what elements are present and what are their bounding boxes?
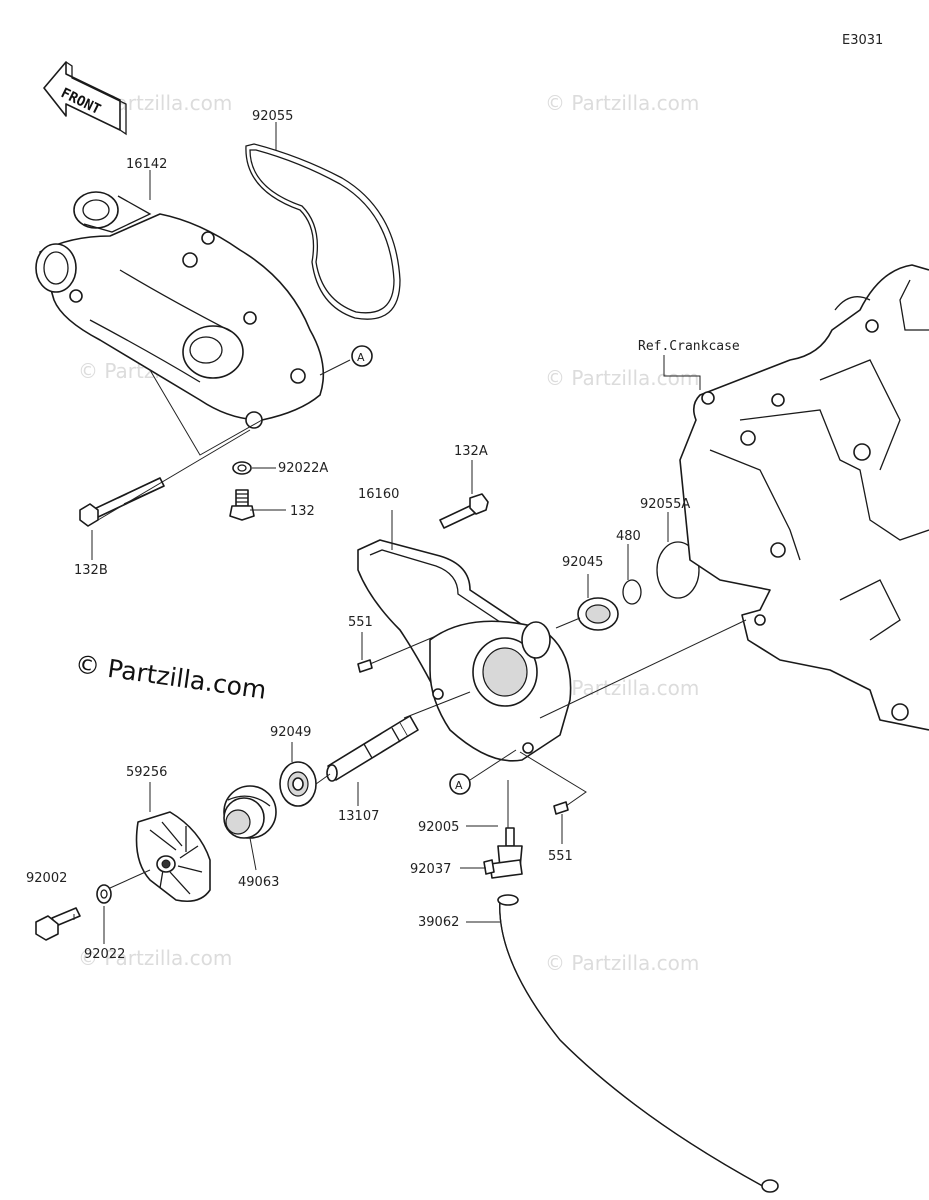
part-label-92005: 92005 bbox=[418, 820, 459, 835]
dowel-551-b bbox=[553, 801, 569, 815]
crankcase-ref bbox=[679, 264, 929, 731]
seal-92049 bbox=[279, 761, 317, 807]
part-label-13107: 13107 bbox=[338, 809, 379, 824]
circlip-480 bbox=[622, 579, 642, 605]
callout-letter: A bbox=[357, 351, 365, 364]
part-label-59256: 59256 bbox=[126, 765, 167, 780]
watermark: © Partzilla.com bbox=[545, 91, 699, 115]
hose-39062 bbox=[497, 894, 779, 1193]
dowel-551-a bbox=[357, 659, 373, 673]
callout-a-upper: A bbox=[351, 345, 373, 367]
part-label-16142: 16142 bbox=[126, 157, 167, 172]
bolt-92002 bbox=[35, 907, 81, 941]
callout-a-lower: A bbox=[449, 773, 471, 795]
pump-cover-16142 bbox=[35, 191, 325, 429]
part-label-92022: 92022 bbox=[84, 947, 125, 962]
front-arrow-icon: FRONT bbox=[43, 61, 127, 136]
leader-lines bbox=[73, 122, 747, 944]
oring-92055A bbox=[656, 541, 700, 599]
bolt-132A bbox=[439, 493, 489, 529]
bolt-132 bbox=[229, 489, 255, 521]
part-label-92022A: 92022A bbox=[278, 461, 328, 476]
part-label-132B: 132B bbox=[74, 563, 108, 578]
washer-92022 bbox=[96, 884, 112, 904]
part-label-49063: 49063 bbox=[238, 875, 279, 890]
part-label-480: 480 bbox=[616, 529, 641, 544]
part-label-551-a: 551 bbox=[348, 615, 373, 630]
shaft-13107 bbox=[326, 715, 419, 782]
watermark: © Partzilla.com bbox=[78, 946, 232, 970]
bearing-92045 bbox=[577, 597, 619, 631]
washer-92022A bbox=[232, 461, 252, 475]
mech-seal-49063 bbox=[223, 785, 277, 839]
bolt-132B bbox=[79, 477, 165, 527]
watermark-main: © Partzilla.com bbox=[73, 649, 268, 705]
part-label-92049: 92049 bbox=[270, 725, 311, 740]
part-label-92045: 92045 bbox=[562, 555, 603, 570]
watermark: © Partzilla.com bbox=[545, 366, 699, 390]
part-label-16160: 16160 bbox=[358, 487, 399, 502]
impeller-59256 bbox=[135, 811, 211, 903]
part-label-39062: 39062 bbox=[418, 915, 459, 930]
watermark: © Partzilla.com bbox=[545, 951, 699, 975]
part-label-551-b: 551 bbox=[548, 849, 573, 864]
ref-crankcase-label: Ref.Crankcase bbox=[638, 339, 740, 354]
part-label-92002: 92002 bbox=[26, 871, 67, 886]
part-label-92055: 92055 bbox=[252, 109, 293, 124]
part-label-132: 132 bbox=[290, 504, 315, 519]
clamp-92037 bbox=[483, 859, 523, 879]
part-label-92055A: 92055A bbox=[640, 497, 690, 512]
part-label-132A: 132A bbox=[454, 444, 488, 459]
part-labels: 92055 16142 92022A 132 132B 132A 16160 9… bbox=[26, 109, 740, 962]
diagram-code: E3031 bbox=[842, 33, 883, 48]
part-label-92037: 92037 bbox=[410, 862, 451, 877]
callout-letter: A bbox=[455, 779, 463, 792]
pump-body bbox=[429, 620, 572, 762]
gasket-92055 bbox=[245, 143, 401, 320]
